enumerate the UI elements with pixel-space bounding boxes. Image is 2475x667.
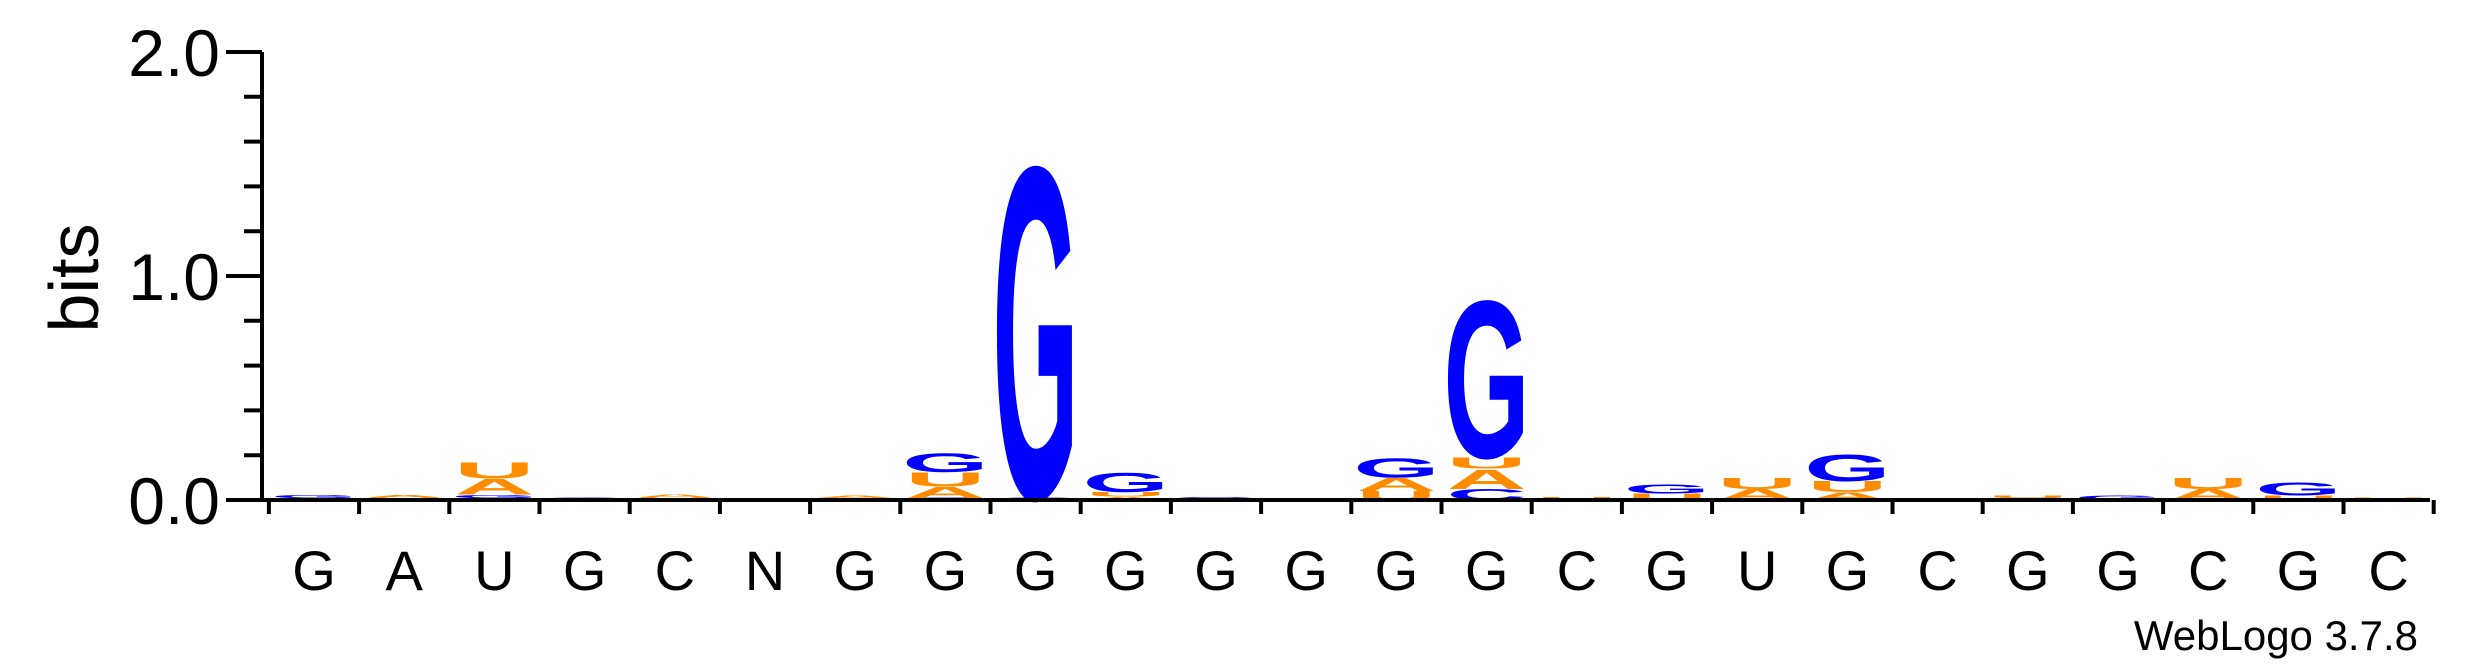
logo-letter-G: G bbox=[992, 68, 1078, 600]
logo-letter-A: A bbox=[905, 484, 985, 502]
x-tick-label: G bbox=[2006, 539, 2050, 602]
x-tick-label: U bbox=[1737, 539, 1777, 602]
x-tick-label: U bbox=[474, 539, 514, 602]
x-tick-label: G bbox=[1284, 539, 1328, 602]
x-tick-label: G bbox=[1645, 539, 1689, 602]
x-tick-label: C bbox=[1557, 539, 1597, 602]
logo-letter-G: G bbox=[451, 494, 537, 499]
x-tick-label: G bbox=[924, 539, 968, 602]
x-tick-label: G bbox=[1375, 539, 1419, 602]
logo-letter-A: A bbox=[1446, 464, 1526, 495]
x-tick-label: C bbox=[2188, 539, 2228, 602]
x-tick-label: G bbox=[1014, 539, 1058, 602]
logo-letter-U: U bbox=[1717, 475, 1797, 493]
logo-letter-G: G bbox=[2255, 479, 2341, 500]
logo-letter-U: U bbox=[1807, 478, 1887, 496]
x-tick-label: C bbox=[655, 539, 695, 602]
logo-letter-U: U bbox=[1988, 494, 2068, 498]
x-tick-label: G bbox=[1826, 539, 1870, 602]
logo-letter-U: U bbox=[905, 468, 985, 491]
y-axis-label: bits bbox=[35, 224, 113, 333]
logo-letter-U: U bbox=[454, 458, 534, 484]
x-tick-label: C bbox=[1917, 539, 1957, 602]
y-tick-label: 0.0 bbox=[128, 464, 220, 538]
logo-letter-G: G bbox=[1083, 467, 1169, 498]
logo-letter-G: G bbox=[2075, 494, 2161, 501]
logo-letter-A: A bbox=[1356, 474, 1436, 495]
logo-letter-G: G bbox=[1443, 253, 1529, 505]
weblogo-credit: WebLogo 3.7.8 bbox=[2134, 612, 2418, 659]
x-tick-label: G bbox=[563, 539, 607, 602]
x-tick-label: A bbox=[386, 539, 424, 602]
logo-letter-U: U bbox=[1446, 454, 1526, 472]
logo-letter-A: A bbox=[454, 475, 534, 499]
logo-letter-U: U bbox=[1627, 492, 1707, 502]
x-tick-label: G bbox=[2096, 539, 2140, 602]
x-tick-label: C bbox=[2368, 539, 2408, 602]
letter-stacks: CGUACGAUGUAUACAUGCGAUGGUAGCAUGUUGAUAUGCU… bbox=[271, 68, 2429, 600]
x-tick-label: G bbox=[292, 539, 336, 602]
logo-letter-A: A bbox=[364, 494, 444, 498]
logo-letter-G: G bbox=[271, 494, 357, 499]
y-tick-label: 2.0 bbox=[128, 16, 220, 90]
logo-letter-A: A bbox=[815, 495, 895, 499]
logo-letter-G: G bbox=[1353, 453, 1439, 484]
logo-letter-G: G bbox=[902, 448, 988, 478]
logo-letter-G: G bbox=[1804, 447, 1890, 489]
logo-letter-A: A bbox=[635, 493, 715, 498]
logo-letter-G: G bbox=[1624, 482, 1710, 496]
y-tick-label: 1.0 bbox=[128, 240, 220, 314]
x-tick-label: N bbox=[745, 539, 785, 602]
x-tick-label: G bbox=[1465, 539, 1509, 602]
x-tick-label: G bbox=[1104, 539, 1148, 602]
x-tick-label: G bbox=[2277, 539, 2321, 602]
logo-letter-U: U bbox=[1086, 491, 1166, 498]
logo-letter-U: U bbox=[2168, 475, 2248, 493]
x-tick-label: G bbox=[833, 539, 877, 602]
logo-letter-U: U bbox=[2258, 494, 2338, 501]
x-tick-label: G bbox=[1194, 539, 1238, 602]
